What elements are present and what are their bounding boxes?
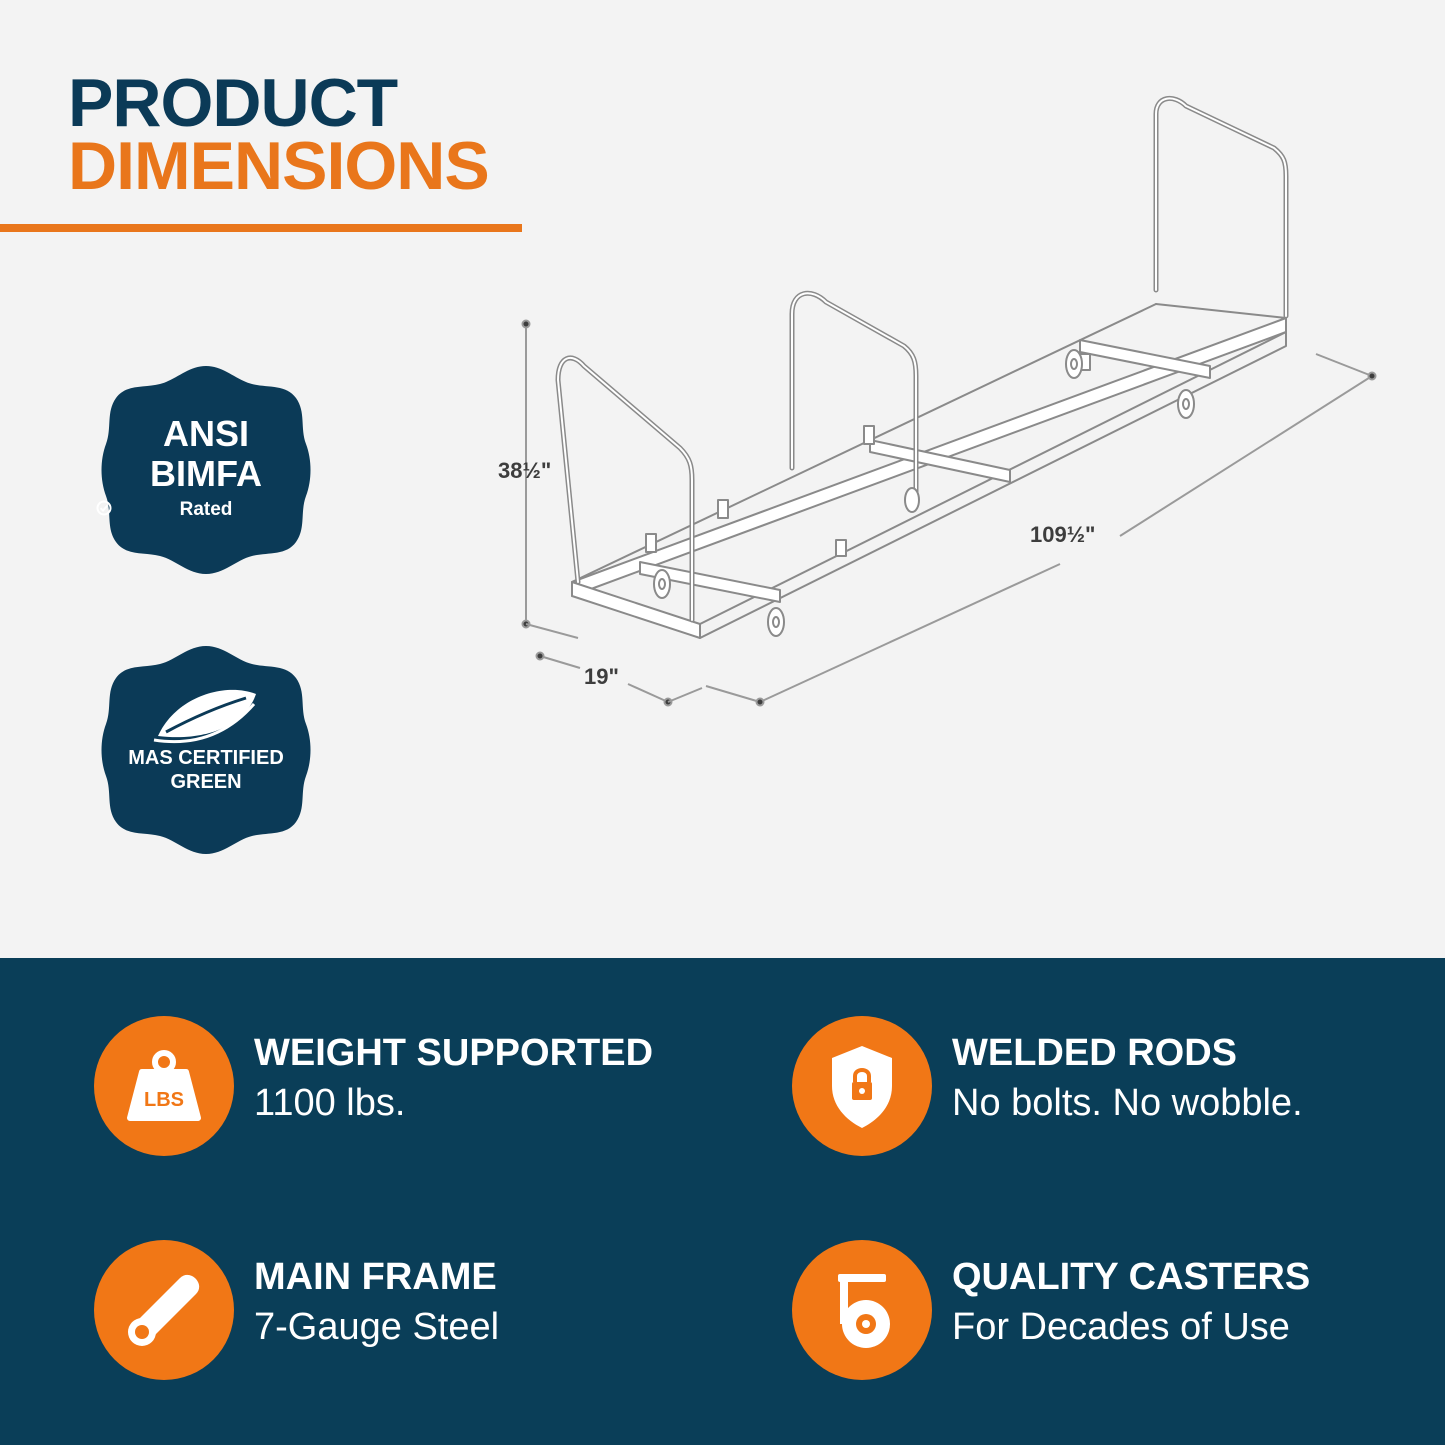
caster-icon — [838, 1274, 890, 1348]
feature-icon-circle — [792, 1016, 932, 1156]
title-underline — [0, 224, 522, 232]
feature-title: MAIN FRAME — [254, 1256, 497, 1298]
width-dimension: 19" — [584, 664, 619, 689]
leaf-icon — [153, 689, 256, 744]
feature-subtitle: 7-Gauge Steel — [254, 1306, 500, 1348]
feature-icon-circle — [94, 1240, 234, 1380]
svg-text:LBS: LBS — [144, 1089, 184, 1111]
feature-title: WEIGHT SUPPORTED — [254, 1032, 654, 1074]
features-panel — [0, 958, 1445, 1445]
steel-tube-icon — [128, 1274, 200, 1346]
chair-truck-diagram — [521, 96, 1377, 707]
length-dimension: 109½" — [1030, 522, 1096, 547]
badge-line-rated: Rated — [96, 500, 316, 519]
feature-subtitle: For Decades of Use — [952, 1306, 1290, 1348]
title-line-1: PRODUCT — [68, 65, 398, 141]
feature-icon-circle — [792, 1240, 932, 1380]
title-line-2: DIMENSIONS — [68, 127, 490, 204]
scalloped-badge-shape — [101, 646, 311, 854]
feature-title: WELDED RODS — [952, 1032, 1237, 1074]
feature-icon-circle: LBS — [94, 1016, 234, 1156]
badge-line-green: GREEN — [170, 771, 242, 793]
ansi-bimfa-badge: ANSI BIMFA Rated — [96, 360, 316, 580]
badge-line-bimfa: BIMFA — [150, 453, 262, 494]
mas-certified-badge: MAS CERTIFIED GREEN — [96, 640, 316, 860]
shield-lock-icon — [832, 1046, 892, 1128]
feature-title: QUALITY CASTERS — [952, 1256, 1311, 1298]
feature-subtitle: No bolts. No wobble. — [952, 1082, 1303, 1124]
feature-subtitle: 1100 lbs. — [254, 1082, 406, 1124]
scalloped-badge-shape — [101, 366, 311, 574]
height-dimension: 38½" — [498, 458, 552, 483]
check-circle-icon — [96, 500, 112, 516]
badge-line-mas-certified: MAS CERTIFIED — [128, 747, 284, 769]
badge-line-ansi: ANSI — [162, 413, 249, 454]
page-title: PRODUCT DIMENSIONS — [68, 65, 490, 204]
weight-icon: LBS — [127, 1050, 201, 1121]
